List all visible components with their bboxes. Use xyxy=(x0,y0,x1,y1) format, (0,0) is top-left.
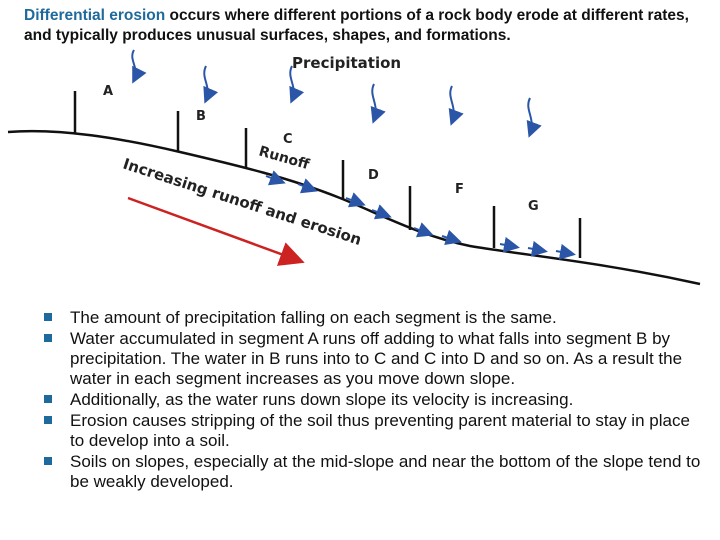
bullet-text: Water accumulated in segment A runs off … xyxy=(70,329,683,388)
runoff-arrows xyxy=(265,170,576,260)
bullet-marker xyxy=(44,457,52,465)
bullet-text: Additionally, as the water runs down slo… xyxy=(70,390,574,409)
erosion-arrow xyxy=(127,196,305,266)
bullet-item: Erosion causes stripping of the soil thu… xyxy=(44,411,704,451)
segment-label-a: A xyxy=(103,84,113,99)
rain-arrows xyxy=(131,49,542,138)
slope-diagram: Precipitation A B C D F G Runoff Increas… xyxy=(7,49,701,286)
segment-label-c: C xyxy=(283,132,293,147)
bullet-marker xyxy=(44,334,52,342)
key-term: Differential erosion xyxy=(24,7,166,24)
slope-surface xyxy=(7,129,701,286)
increasing-label: Increasing runoff and erosion xyxy=(121,155,364,249)
bullet-text: Soils on slopes, especially at the mid-s… xyxy=(70,452,701,491)
segment-label-b: B xyxy=(196,109,206,124)
segment-label-g: G xyxy=(528,199,539,214)
bullet-text: The amount of precipitation falling on e… xyxy=(70,308,557,327)
bullet-text: Erosion causes stripping of the soil thu… xyxy=(70,411,690,450)
bullet-marker xyxy=(44,395,52,403)
segment-label-d: D xyxy=(368,168,379,183)
bullet-item: Water accumulated in segment A runs off … xyxy=(44,329,704,389)
bullet-item: Additionally, as the water runs down slo… xyxy=(44,390,704,410)
bullet-item: The amount of precipitation falling on e… xyxy=(44,308,704,328)
intro-paragraph: Differential erosion occurs where differ… xyxy=(24,6,694,46)
bullet-marker xyxy=(44,313,52,321)
segment-label-f: F xyxy=(455,182,464,197)
precipitation-label: Precipitation xyxy=(292,54,401,72)
bullet-item: Soils on slopes, especially at the mid-s… xyxy=(44,452,704,492)
segment-posts xyxy=(73,91,582,258)
runoff-label: Runoff xyxy=(257,143,312,173)
bullet-marker xyxy=(44,416,52,424)
intro-text: occurs where different portions of a roc… xyxy=(24,7,689,44)
bullet-list: The amount of precipitation falling on e… xyxy=(44,308,704,493)
